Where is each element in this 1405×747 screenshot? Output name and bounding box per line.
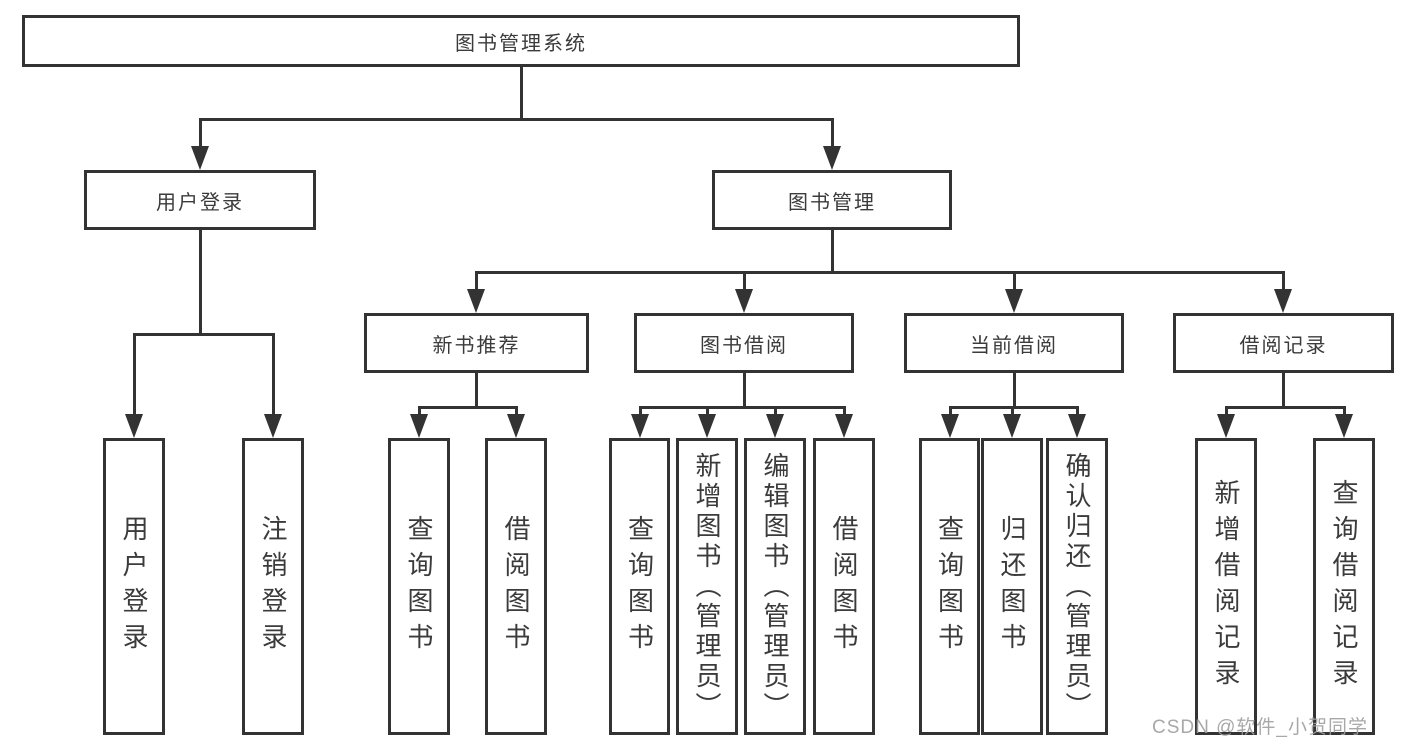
arrow-down-icon <box>941 414 959 438</box>
node-label: 当前借阅 <box>970 334 1058 357</box>
leaf-label: 注销登录 <box>258 514 288 659</box>
node-label: 借阅记录 <box>1239 334 1328 357</box>
leaf-label: 用户登录 <box>119 514 149 659</box>
connector-line <box>418 406 518 409</box>
arrow-down-icon <box>1217 414 1235 438</box>
arrow-down-icon <box>1005 289 1023 313</box>
node-borrowing-records: 借阅记录 <box>1173 313 1394 373</box>
node-label: 图书管理系统 <box>455 32 587 55</box>
leaf-label: 借阅图书 <box>829 514 859 659</box>
connector-line <box>133 333 275 336</box>
arrow-down-icon <box>735 289 753 313</box>
connector-line <box>774 406 777 416</box>
arrow-down-icon <box>1003 414 1021 438</box>
leaf-borrow-books: 借阅图书 <box>813 438 875 735</box>
connector-line <box>831 230 834 274</box>
arrow-down-icon <box>264 414 282 438</box>
node-label: 新书推荐 <box>432 334 521 357</box>
connector-line <box>743 373 746 409</box>
connector-line <box>639 406 846 409</box>
connector-line <box>1076 406 1079 416</box>
connector-line <box>843 406 846 416</box>
leaf-add-borrow-record: 新增借阅记录 <box>1195 438 1257 735</box>
connector-line <box>520 67 523 120</box>
leaf-query-books: 查询图书 <box>609 438 670 735</box>
leaf-label: 新增图书（管理员） <box>692 451 722 722</box>
node-label: 用户登录 <box>156 191 244 214</box>
arrow-down-icon <box>191 146 209 170</box>
connector-line <box>475 271 1285 274</box>
connector-line <box>743 271 746 291</box>
connector-line <box>475 271 478 291</box>
connector-line <box>199 118 202 150</box>
leaf-label: 查询图书 <box>624 514 655 659</box>
leaf-edit-book-admin: 编辑图书（管理员） <box>744 438 806 735</box>
connector-line <box>1013 373 1016 409</box>
leaf-query-books: 查询图书 <box>919 438 980 735</box>
leaf-query-borrow-record: 查询借阅记录 <box>1313 438 1375 735</box>
connector-line <box>1282 373 1285 409</box>
leaf-confirm-return-admin: 确认归还（管理员） <box>1046 438 1108 735</box>
arrow-down-icon <box>1068 414 1086 438</box>
leaf-user-login: 用户登录 <box>103 438 165 735</box>
node-root-library-system: 图书管理系统 <box>22 15 1020 67</box>
arrow-down-icon <box>467 289 485 313</box>
connector-line <box>831 118 834 150</box>
connector-line <box>949 406 952 416</box>
connector-line <box>199 230 202 336</box>
arrow-down-icon <box>1274 289 1292 313</box>
csdn-watermark: CSDN @软件_小贺同学 <box>1152 717 1368 738</box>
connector-line <box>1225 406 1346 409</box>
connector-line <box>199 118 834 121</box>
leaf-return-books: 归还图书 <box>981 438 1043 735</box>
connector-line <box>639 406 642 416</box>
leaf-logout: 注销登录 <box>242 438 304 735</box>
arrow-down-icon <box>125 414 143 438</box>
arrow-down-icon <box>507 414 525 438</box>
leaf-label: 借阅图书 <box>501 514 531 659</box>
node-label: 图书借阅 <box>700 334 788 357</box>
leaf-label: 查询借阅记录 <box>1329 478 1359 695</box>
node-user-login-branch: 用户登录 <box>84 170 316 230</box>
connector-line <box>706 406 709 416</box>
connector-line <box>515 406 518 416</box>
connector-line <box>133 333 136 414</box>
leaf-borrow-books: 借阅图书 <box>485 438 547 735</box>
node-new-book-recommend: 新书推荐 <box>364 313 589 373</box>
connector-line <box>1013 271 1016 291</box>
leaf-label: 新增借阅记录 <box>1211 478 1241 695</box>
leaf-label: 确认归还（管理员） <box>1062 451 1092 722</box>
connector-line <box>1282 271 1285 291</box>
leaf-label: 查询图书 <box>934 514 965 659</box>
arrow-down-icon <box>1335 414 1353 438</box>
node-book-management-branch: 图书管理 <box>712 170 952 230</box>
connector-line <box>1343 406 1346 416</box>
leaf-query-books: 查询图书 <box>388 438 450 735</box>
arrow-down-icon <box>835 414 853 438</box>
leaf-label: 归还图书 <box>997 514 1027 659</box>
node-label: 图书管理 <box>788 191 876 214</box>
connector-line <box>1011 406 1014 416</box>
arrow-down-icon <box>410 414 428 438</box>
leaf-label: 查询图书 <box>404 514 434 659</box>
node-book-borrowing: 图书借阅 <box>634 313 854 373</box>
connector-line <box>475 373 478 409</box>
arrow-down-icon <box>631 414 649 438</box>
connector-line <box>1225 406 1228 416</box>
node-current-borrowing: 当前借阅 <box>904 313 1124 373</box>
connector-line <box>949 406 1079 409</box>
arrow-down-icon <box>823 146 841 170</box>
leaf-add-book-admin: 新增图书（管理员） <box>676 438 738 735</box>
arrow-down-icon <box>698 414 716 438</box>
connector-line <box>418 406 421 416</box>
arrow-down-icon <box>766 414 784 438</box>
leaf-label: 编辑图书（管理员） <box>760 451 790 722</box>
connector-line <box>272 333 275 414</box>
